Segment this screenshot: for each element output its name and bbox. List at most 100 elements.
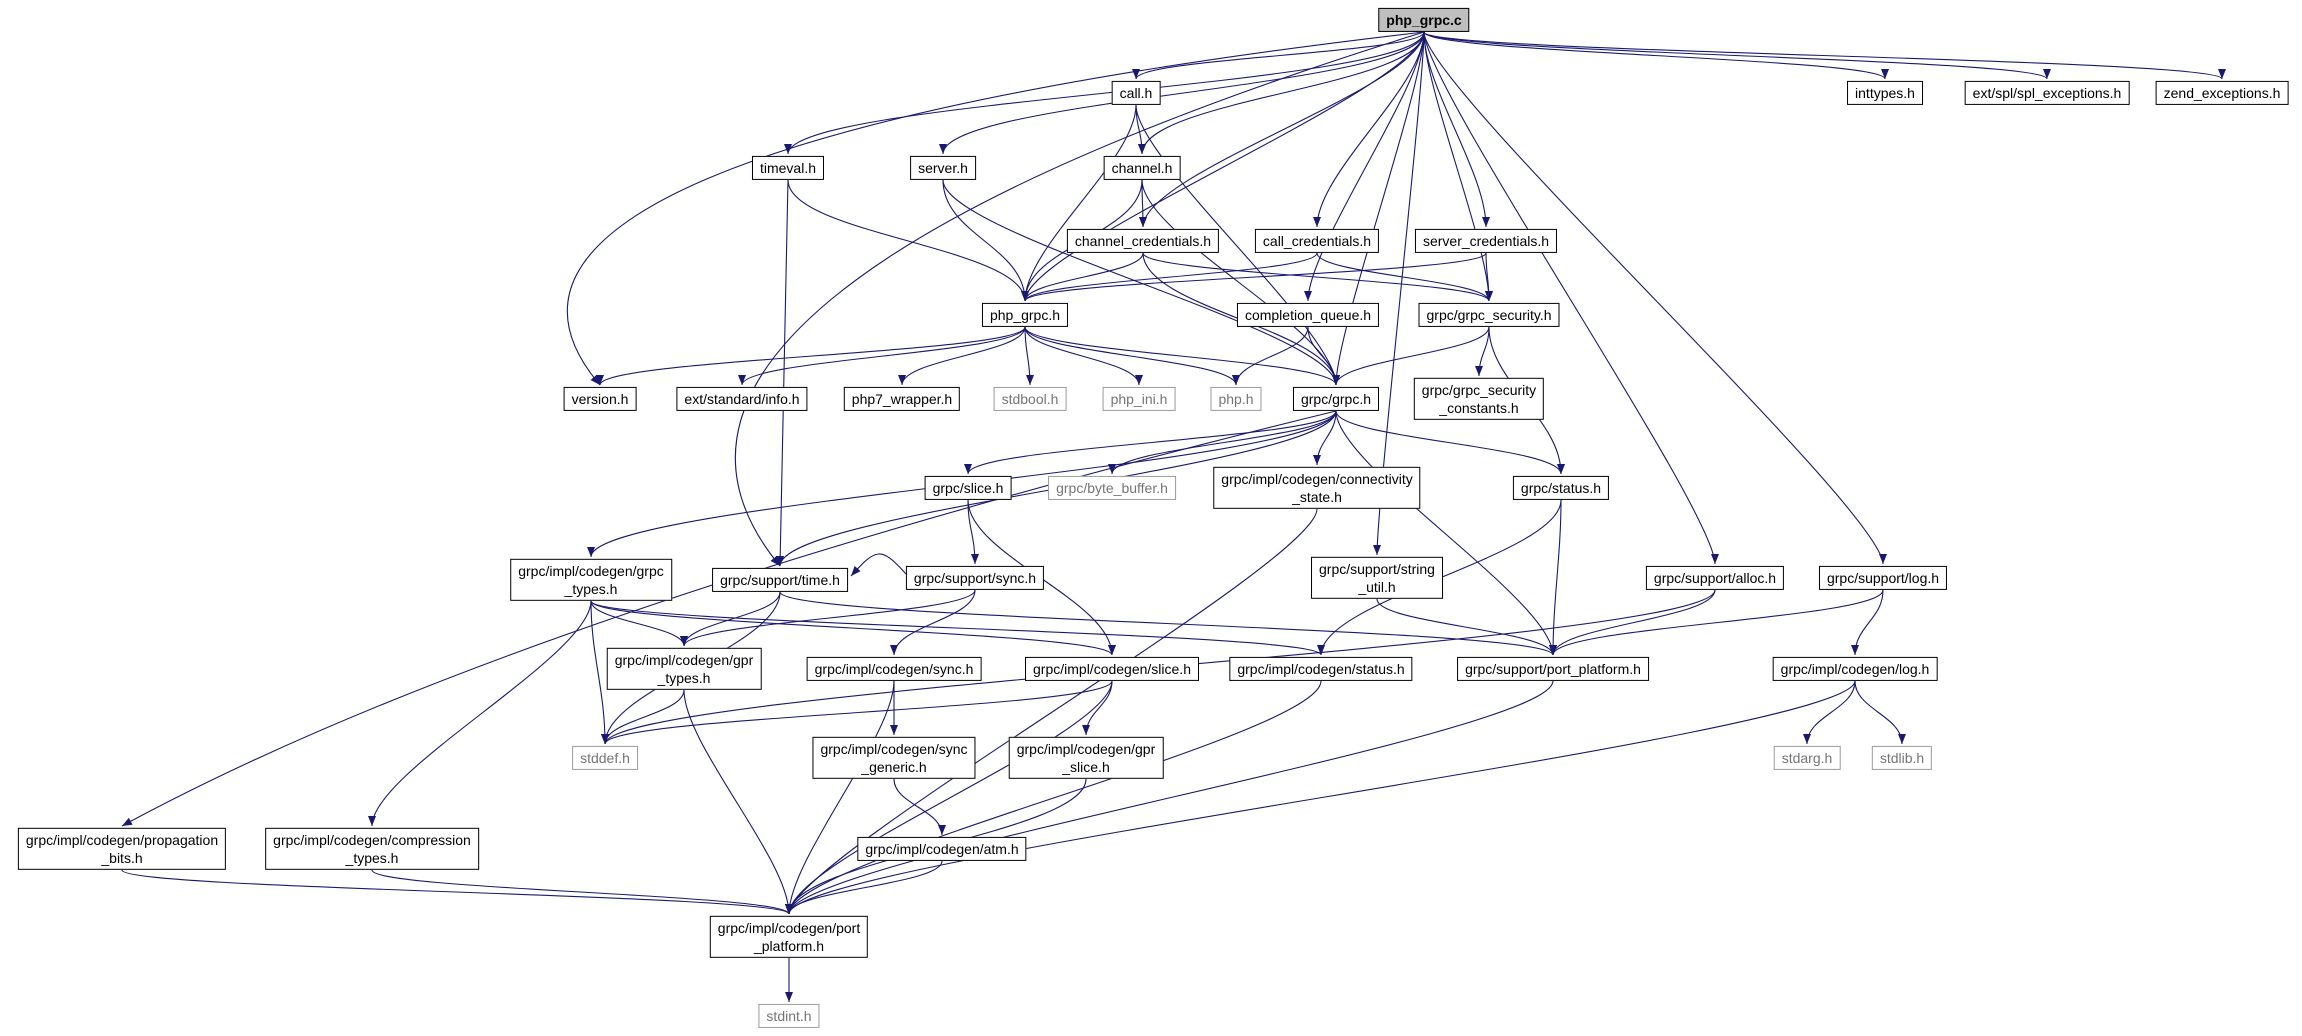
edge-php_grpc_c-completion_queue_h — [1304, 31, 1425, 302]
node-codegen_grpc_types_h[interactable]: grpc/impl/codegen/grpc _types.h — [510, 558, 672, 602]
node-php7_wrapper_h[interactable]: php7_wrapper.h — [843, 386, 961, 412]
node-support_log_h[interactable]: grpc/support/log.h — [1818, 565, 1948, 591]
node-propagation_bits_h[interactable]: grpc/impl/codegen/propagation _bits.h — [17, 827, 227, 871]
edge-codegen_slice_h-codegen_port_platform_h — [785, 680, 1113, 915]
edge-codegen_grpc_types_h-codegen_slice_h — [590, 600, 1116, 656]
node-label-line: grpc/impl/codegen/atm.h — [865, 840, 1019, 857]
node-stdlib_h: stdlib.h — [1871, 745, 1933, 771]
edge-server_credentials_h-grpc_security_h — [1484, 252, 1493, 302]
edge-channel_credentials_h-grpc_security_h — [1142, 252, 1493, 302]
node-label-line: grpc/impl/codegen/log.h — [1780, 660, 1930, 677]
edge-php_grpc_c-string_util_h — [1373, 31, 1425, 556]
node-channel_credentials_h[interactable]: channel_credentials.h — [1066, 228, 1220, 254]
node-completion_queue_h[interactable]: completion_queue.h — [1236, 302, 1380, 328]
node-label-line: grpc/impl/codegen/slice.h — [1033, 660, 1191, 677]
node-label-line: _slice.h — [1062, 759, 1110, 775]
edge-grpc_grpc_h-connectivity_state_h — [1313, 410, 1337, 466]
edge-call_credentials_h-php_grpc_h — [1021, 252, 1318, 302]
edge-codegen_slice_h-stddef_h — [601, 680, 1113, 745]
edge-support_log_h-codegen_log_h — [1851, 589, 1884, 656]
node-label-line: channel_credentials.h — [1074, 232, 1212, 249]
node-label-line: grpc/grpc.h — [1300, 390, 1372, 407]
edge-php_grpc_c-support_time_h — [734, 31, 1425, 567]
node-label-line: grpc/byte_buffer.h — [1056, 479, 1168, 496]
edge-codegen_log_h-stdarg_h — [1803, 680, 1856, 745]
node-label-line: grpc/support/port_platform.h — [1465, 660, 1641, 677]
node-channel_h[interactable]: channel.h — [1103, 155, 1181, 181]
node-grpc_security_h[interactable]: grpc/grpc_security.h — [1418, 302, 1560, 328]
edge-alloc_h-support_port_platform_h — [1549, 589, 1716, 656]
node-php_grpc_h[interactable]: php_grpc.h — [981, 302, 1069, 328]
edge-support_time_h-support_port_platform_h — [779, 591, 1557, 656]
node-label-line: _generic.h — [861, 759, 927, 775]
node-label-line: stdbool.h — [1001, 390, 1059, 407]
edge-php_grpc_c-inttypes_h — [1423, 31, 1889, 80]
node-info_h[interactable]: ext/standard/info.h — [676, 386, 808, 412]
node-server_h[interactable]: server.h — [910, 155, 976, 181]
node-version_h[interactable]: version.h — [563, 386, 637, 412]
node-label-line: ext/spl/spl_exceptions.h — [1972, 84, 2122, 101]
edge-atm_h-codegen_port_platform_h — [785, 860, 943, 915]
edge-php_grpc_h-version_h — [596, 326, 1026, 386]
node-stddef_h: stddef.h — [572, 745, 638, 771]
node-label-line: php_grpc.h — [989, 306, 1061, 323]
node-support_time_h[interactable]: grpc/support/time.h — [712, 567, 848, 593]
edge-php_grpc_h-php_ini_h — [1024, 326, 1143, 386]
node-codegen_gpr_types_h[interactable]: grpc/impl/codegen/gpr_types.h — [606, 647, 762, 691]
node-call_credentials_h[interactable]: call_credentials.h — [1254, 228, 1380, 254]
node-server_credentials_h[interactable]: server_credentials.h — [1414, 228, 1558, 254]
edge-php_grpc_c-grpc_security_h — [1423, 31, 1493, 302]
node-label-line: php.h — [1218, 390, 1254, 407]
node-stdarg_h: stdarg.h — [1773, 745, 1841, 771]
node-label-line: _util.h — [1358, 579, 1396, 595]
node-spl_exceptions_h[interactable]: ext/spl/spl_exceptions.h — [1964, 80, 2130, 106]
node-grpc_slice_h[interactable]: grpc/slice.h — [924, 475, 1012, 501]
edge-php_grpc_h-grpc_grpc_h — [1024, 326, 1340, 386]
edge-php_grpc_h-stdbool_h — [1024, 326, 1034, 386]
edge-codegen_grpc_types_h-compression_types_h — [368, 600, 592, 827]
edge-support_port_platform_h-codegen_port_platform_h — [785, 680, 1554, 915]
node-label-line: grpc/impl/codegen/port — [717, 919, 861, 936]
node-label-line: grpc/slice.h — [932, 479, 1004, 496]
edge-php_grpc_c-spl_exceptions_h — [1423, 31, 2051, 80]
edge-grpc_grpc_h-propagation_bits_h — [121, 410, 1337, 827]
node-grpc_status_h[interactable]: grpc/status.h — [1512, 475, 1610, 501]
node-call_h[interactable]: call.h — [1111, 80, 1161, 106]
node-label-line: _bits.h — [101, 850, 143, 866]
node-codegen_log_h[interactable]: grpc/impl/codegen/log.h — [1772, 656, 1938, 682]
node-label-line: stddef.h — [580, 749, 630, 766]
node-inttypes_h[interactable]: inttypes.h — [1847, 80, 1923, 106]
edge-php_grpc_c-alloc_h — [1423, 31, 1719, 565]
edge-codegen_log_h-stdlib_h — [1854, 680, 1906, 745]
node-atm_h[interactable]: grpc/impl/codegen/atm.h — [857, 836, 1027, 862]
node-label-line: grpc/impl/codegen/sync — [820, 740, 968, 757]
node-label-line: grpc/impl/codegen/propagation — [25, 831, 219, 848]
edge-timeval_h-support_time_h — [776, 179, 789, 567]
edge-support_sync_h-codegen_sync_h — [890, 589, 976, 656]
node-codegen_sync_h[interactable]: grpc/impl/codegen/sync.h — [806, 656, 982, 682]
node-grpc_security_constants_h[interactable]: grpc/grpc_security_constants.h — [1413, 377, 1545, 421]
node-label-line: grpc/impl/codegen/connectivity — [1221, 470, 1413, 487]
node-label-line: grpc/impl/codegen/gpr — [1016, 740, 1156, 757]
node-codegen_status_h[interactable]: grpc/impl/codegen/status.h — [1229, 656, 1413, 682]
node-support_sync_h[interactable]: grpc/support/sync.h — [905, 565, 1045, 591]
edge-call_h-php_grpc_h — [1021, 104, 1137, 302]
node-codegen_slice_h[interactable]: grpc/impl/codegen/slice.h — [1025, 656, 1199, 682]
edge-php_grpc_c-grpc_grpc_h — [1332, 31, 1425, 386]
node-gpr_slice_h[interactable]: grpc/impl/codegen/gpr _slice.h — [1008, 736, 1164, 780]
node-string_util_h[interactable]: grpc/support/string_util.h — [1311, 556, 1443, 600]
node-label-line: grpc/impl/codegen/grpc — [518, 562, 664, 579]
node-support_port_platform_h[interactable]: grpc/support/port_platform.h — [1457, 656, 1649, 682]
node-label-line: _types.h — [564, 581, 618, 597]
node-connectivity_state_h[interactable]: grpc/impl/codegen/connectivity_state.h — [1213, 466, 1421, 510]
edge-server_h-grpc_grpc_h — [942, 179, 1340, 386]
node-zend_exceptions_h[interactable]: zend_exceptions.h — [2155, 80, 2289, 106]
node-timeval_h[interactable]: timeval.h — [751, 155, 825, 181]
node-byte_buffer_h: grpc/byte_buffer.h — [1048, 475, 1176, 501]
node-compression_types_h[interactable]: grpc/impl/codegen/compression_types.h — [265, 827, 479, 871]
node-sync_generic_h[interactable]: grpc/impl/codegen/sync _generic.h — [812, 736, 976, 780]
node-alloc_h[interactable]: grpc/support/alloc.h — [1645, 565, 1785, 591]
node-stdbool_h: stdbool.h — [993, 386, 1067, 412]
node-grpc_grpc_h[interactable]: grpc/grpc.h — [1292, 386, 1380, 412]
node-codegen_port_platform_h[interactable]: grpc/impl/codegen/port_platform.h — [709, 915, 869, 959]
